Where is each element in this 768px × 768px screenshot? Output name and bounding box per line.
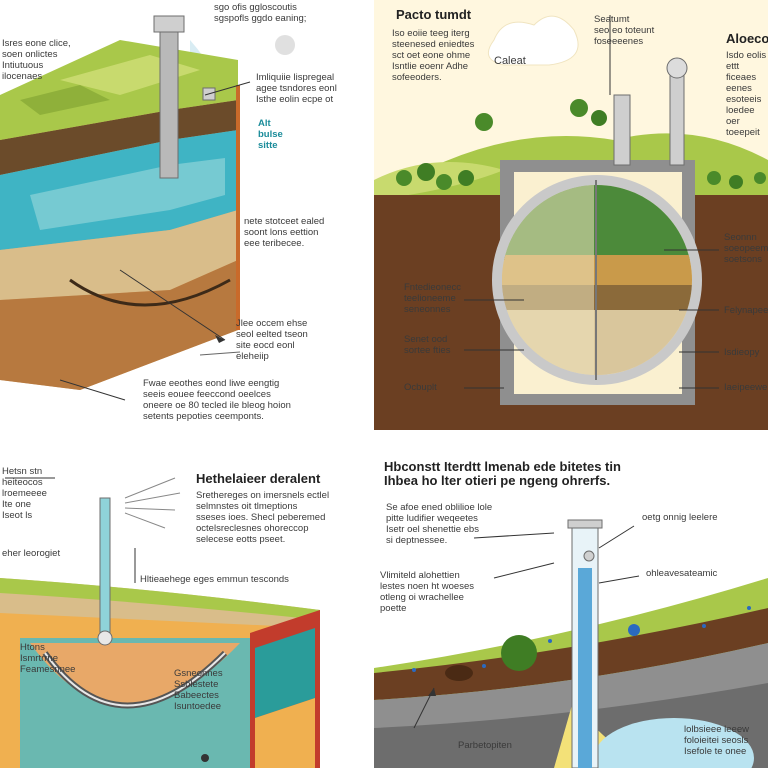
well-cap — [153, 15, 185, 33]
sand-layer — [0, 210, 238, 300]
label-left-b: Senet ood sortee fties — [404, 334, 451, 356]
label-left-c: Ocbuplt — [404, 382, 437, 393]
sensor — [583, 550, 595, 562]
cloud — [487, 15, 579, 66]
label-right-d: Iaeipeewe — [724, 382, 768, 393]
flowers — [412, 606, 751, 672]
title: Hethelaieer deralent — [196, 471, 321, 486]
left-text-2: Vlimiteld alohettien lestes noen ht woes… — [380, 570, 475, 614]
well-cap — [567, 519, 603, 529]
fault-line — [69, 278, 231, 307]
well-junction — [97, 630, 113, 646]
label-upper-mid: Imliquiie lispregeal agee tsndores eonl … — [256, 72, 337, 105]
right-text: Isdo eolis ettt ficeaes eenes esoteeis l… — [726, 50, 767, 138]
well-title: Seatumt seo eo toteunt foseeeenes — [594, 14, 655, 47]
monitoring-well-diagram — [374, 519, 768, 768]
label-right-mid: ohleavesateamic — [646, 568, 718, 579]
label-bottom: Fwae eeothes eond liwe eengtig seeis eou… — [143, 378, 291, 422]
label-top-left: Isres eone clice, soen onlictes Intiutuo… — [2, 38, 71, 82]
label-middle-right: nete stotceet ealed soont lons eettion e… — [244, 216, 325, 249]
water-column — [578, 568, 592, 768]
vent-cap — [666, 57, 688, 79]
label-right-a: Seonnn soeopeemen soetsons — [724, 232, 768, 265]
description: Srethereges on imersnels ectlel selmnste… — [196, 490, 330, 545]
marker-circle — [275, 35, 295, 55]
label-left-mid: eher leorogiet — [2, 548, 61, 559]
spray-lines — [124, 477, 181, 529]
rock — [445, 665, 473, 681]
label-top-right: sgo ofis ggloscoutis sgspofls ggdo eanin… — [214, 2, 307, 24]
leader-lines — [464, 249, 719, 389]
right-title: Aloeco — [726, 31, 768, 46]
well-pipe — [613, 94, 631, 166]
marker-dot — [201, 754, 209, 762]
topsoil — [374, 608, 768, 700]
tree-label: Caleat — [494, 55, 526, 67]
label-aquifer-b: Gsneonnes Ssblestete Babeectes Isuntoede… — [174, 668, 223, 712]
aquifer-block-diagram — [0, 15, 295, 401]
tree — [501, 635, 537, 671]
side-orange — [255, 698, 315, 768]
horizontal-well-diagram — [0, 477, 320, 768]
label-aquifer-tag: Alt bulse sitte — [258, 118, 283, 151]
side-teal — [255, 628, 315, 718]
panel-well-cross-section: Pacto tumdt Iso eoiie teeg iterg steenes… — [374, 0, 768, 430]
leader-line — [59, 379, 126, 401]
arrowhead — [428, 688, 436, 696]
pipe-highlight — [44, 652, 226, 707]
label-right-c: Isdieopy — [724, 347, 760, 358]
title: Hbconstt Iterdtt lmenab ede bitetes tin … — [384, 459, 621, 488]
label-top-left: Hetsn stn heiteocos lroemeeee Ite one Is… — [2, 466, 47, 521]
label-horizon: Hltieaehege eges emmun tesconds — [140, 574, 289, 585]
well-pipe — [159, 27, 179, 179]
label-left-a: Fntedieonecc teelioneeme seneonnes — [404, 282, 462, 315]
clay-layer — [0, 260, 238, 390]
title: Pacto tumdt — [396, 7, 472, 22]
scribble — [199, 351, 241, 356]
label-lower-right: Jlee occem ehse seol eelted tseon site e… — [236, 318, 308, 362]
leader-line — [119, 269, 226, 341]
horizontal-divider — [0, 430, 768, 438]
subtitle: Iso eoiie teeg iterg steenesed eniedtes … — [392, 28, 475, 83]
label-right-bottom: lolbsieee leeew foloieitei seosls Isefol… — [684, 724, 749, 757]
field-patch-2 — [20, 85, 110, 115]
label-right-b: Felynapeee — [724, 305, 768, 316]
trees — [396, 99, 766, 190]
arrowhead — [215, 335, 225, 343]
panel-horizontal-well: Hetsn stn heiteocos lroemeeee Ite one Is… — [0, 438, 374, 768]
vertical-divider — [370, 0, 374, 768]
vent-pipe — [669, 69, 685, 166]
label-aquifer-a: Htons Ismrtrrne Feamesnnee — [20, 642, 76, 675]
label-right-top: oetg onnig leelere — [642, 512, 718, 523]
water-pool — [594, 718, 754, 768]
left-text: Se afoe ened oblilioe lole pitte ludifie… — [386, 502, 493, 546]
label-bottom: Parbetopiten — [458, 740, 512, 751]
panel-monitoring-well: Hbconstt Iterdtt lmenab ede bitetes tin … — [374, 438, 768, 768]
vertical-well — [99, 497, 111, 639]
well-cross-section-diagram — [374, 15, 768, 430]
panel-aquifer-block: sgo ofis ggloscoutis sgspofls ggdo eanin… — [0, 0, 374, 430]
grass-strip — [0, 578, 320, 620]
leader-line — [204, 81, 251, 96]
